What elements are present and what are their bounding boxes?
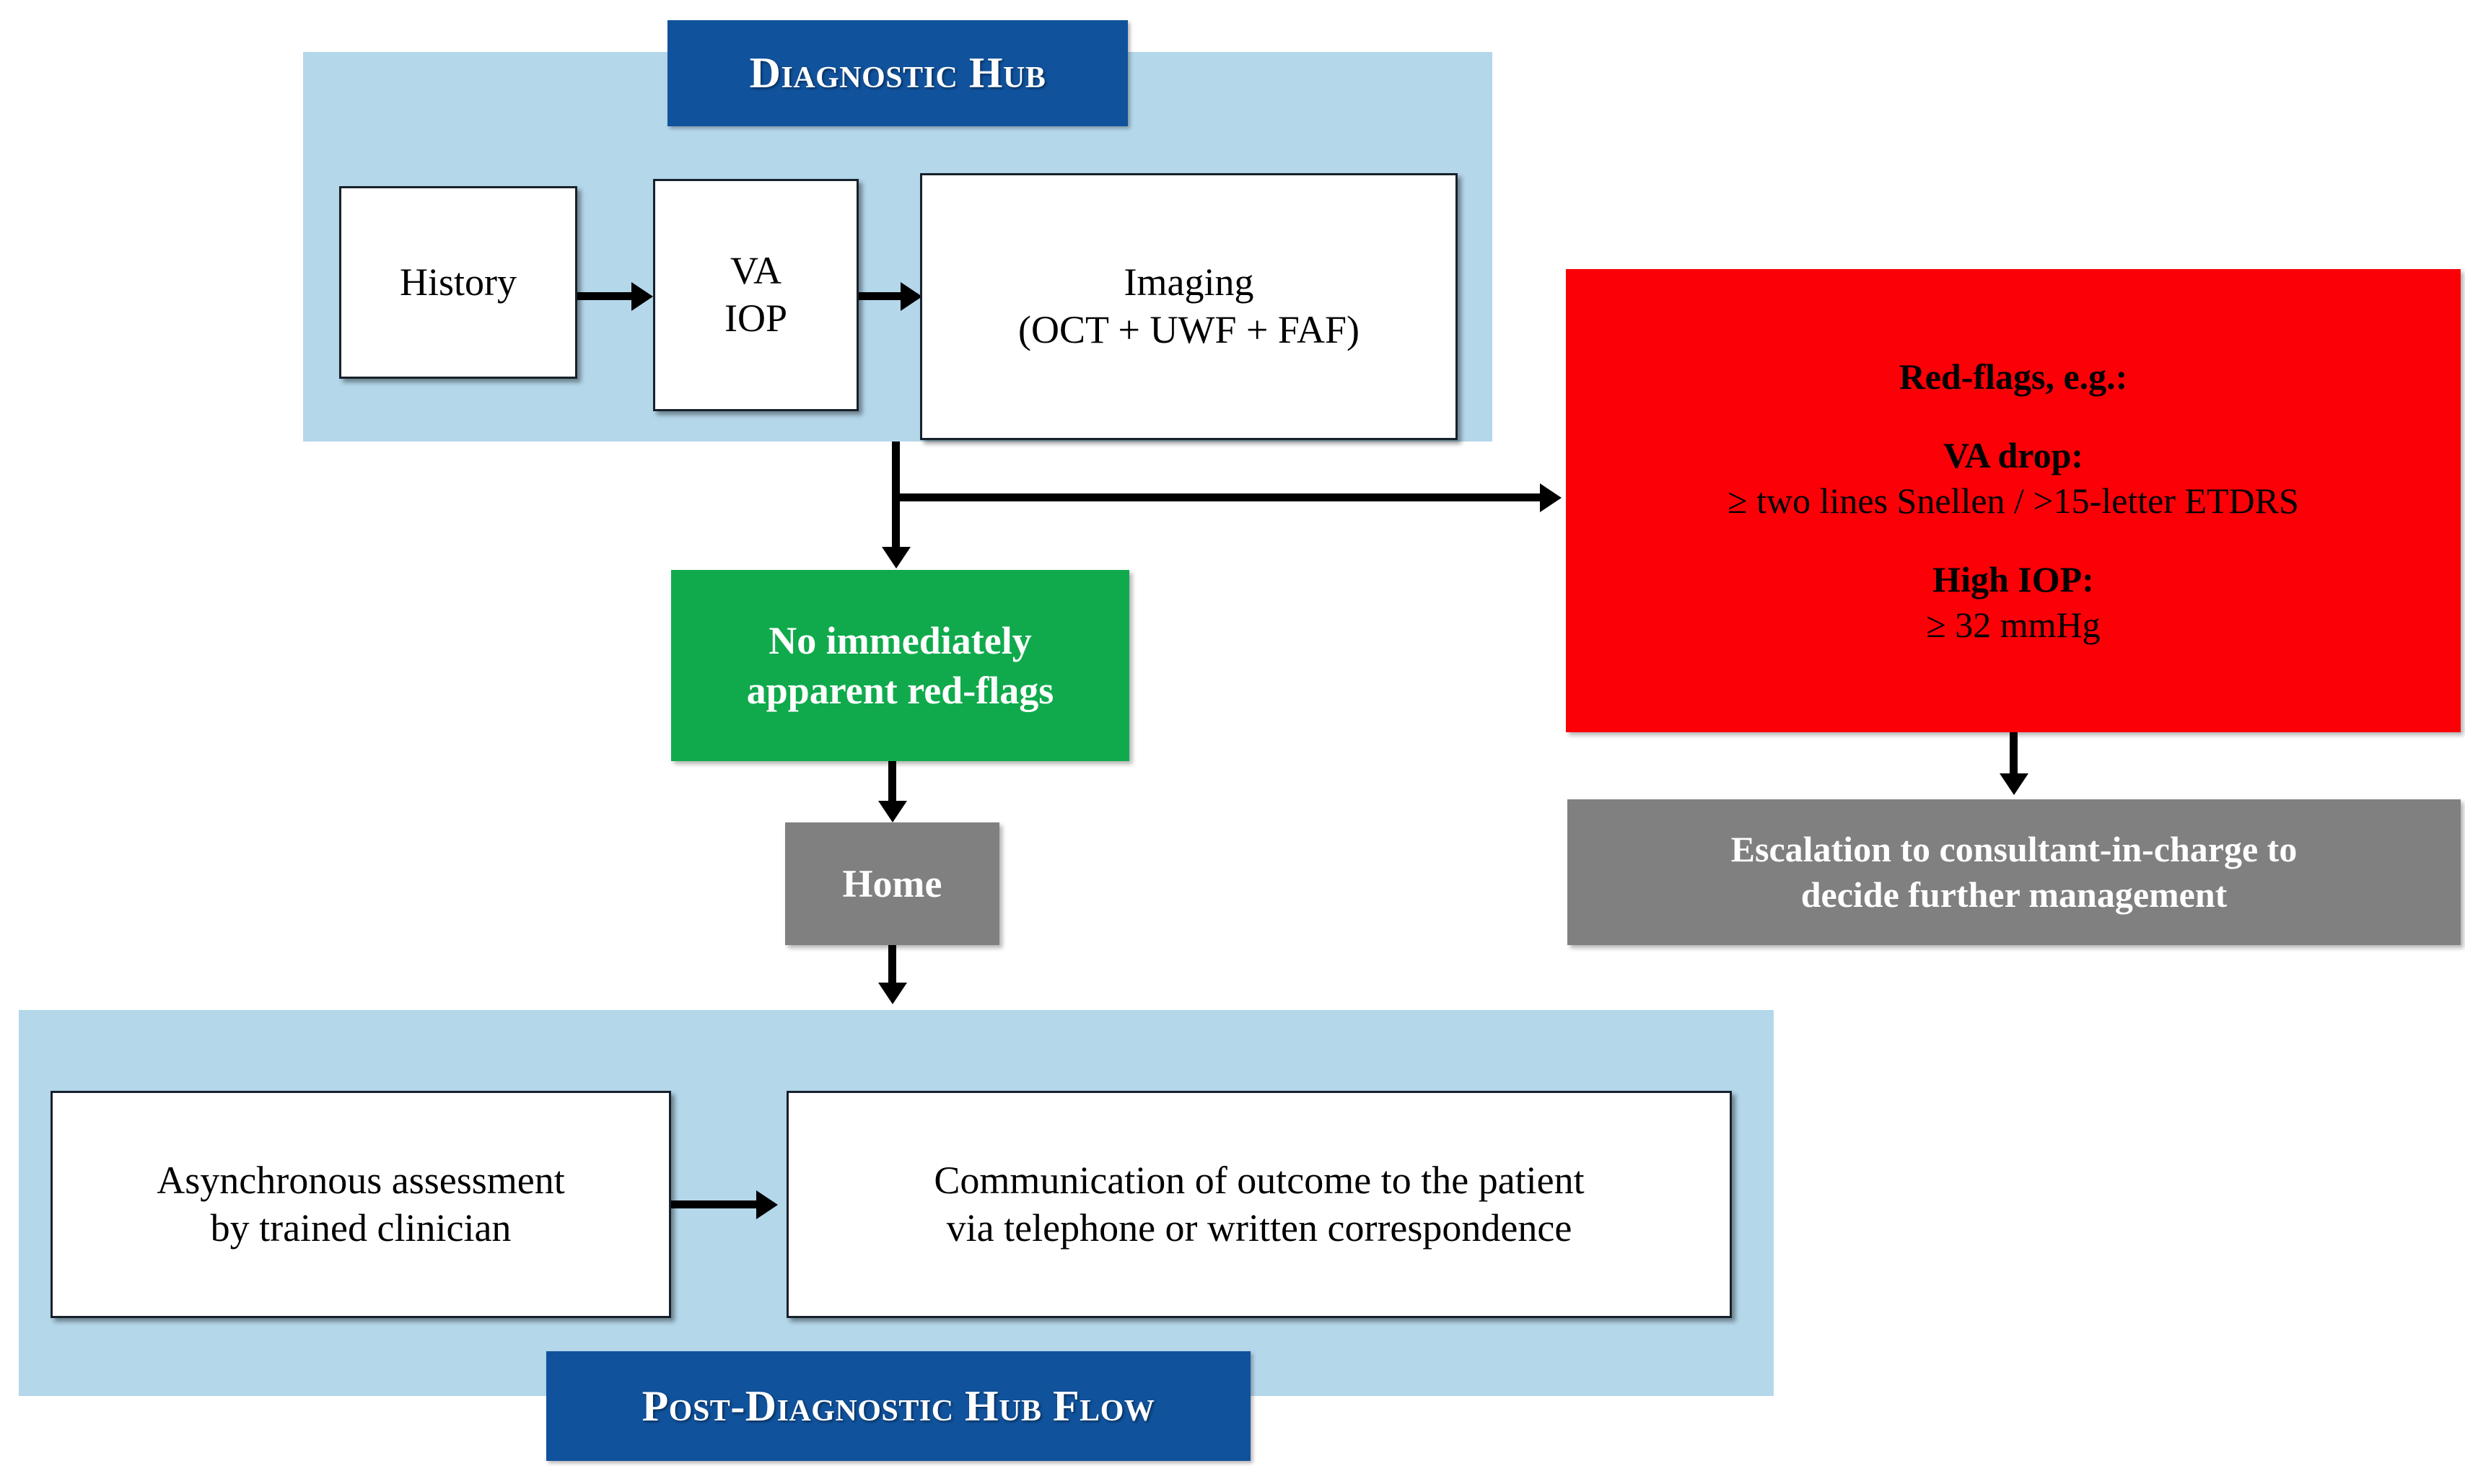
escalation-line-1: Escalation to consultant-in-charge to xyxy=(1730,829,2298,869)
step-imaging-label: Imaging xyxy=(1124,260,1254,304)
red-flag-high-iop-label: High IOP: xyxy=(1932,558,2094,600)
red-flag-va-drop-label: VA drop: xyxy=(1943,434,2084,475)
async-assessment-line-2: by trained clinician xyxy=(210,1206,512,1250)
connector-home-to-post-flow-head xyxy=(878,983,907,1004)
red-flag-high-iop-detail: ≥ 32 mmHg xyxy=(1926,604,2101,645)
step-box-communication: Communication of outcome to the patient … xyxy=(787,1091,1732,1318)
red-flag-va-drop-detail: ≥ two lines Snellen / >15-letter ETDRS xyxy=(1728,480,2299,521)
step-va-label: VA xyxy=(730,249,782,293)
connector-hub-to-green-head xyxy=(882,547,911,568)
connector-home-to-post-flow-line xyxy=(888,945,896,985)
connector-redflags-to-escalation-head xyxy=(2000,773,2028,795)
step-box-va-iop: VA IOP xyxy=(653,179,859,411)
connector-hub-to-redflags-head xyxy=(1540,483,1562,512)
step-iop-label: IOP xyxy=(724,297,787,340)
red-flags-heading: Red-flags, e.g.: xyxy=(1899,356,2128,397)
step-box-imaging: Imaging (OCT + UWF + FAF) xyxy=(920,173,1458,440)
escalation-box: Escalation to consultant-in-charge to de… xyxy=(1567,799,2461,945)
arrow-history-to-va-head xyxy=(631,282,653,311)
home-box: Home xyxy=(785,822,999,945)
connector-green-to-home-line xyxy=(888,761,896,804)
diagnostic-hub-banner-label: Diagnostic Hub xyxy=(749,49,1046,97)
home-label: Home xyxy=(842,861,942,905)
step-box-history: History xyxy=(339,186,577,379)
no-red-flags-line-2: apparent red-flags xyxy=(746,668,1054,712)
arrow-va-to-imaging-line xyxy=(859,292,902,300)
step-history-label: History xyxy=(400,260,517,304)
post-diagnostic-hub-banner-label: Post-Diagnostic Hub Flow xyxy=(642,1382,1155,1430)
connector-async-to-communication-line xyxy=(671,1200,758,1208)
connector-redflags-to-escalation-line xyxy=(2010,732,2018,776)
arrow-history-to-va-line xyxy=(577,292,631,300)
no-red-flags-box: No immediately apparent red-flags xyxy=(671,570,1129,761)
arrow-va-to-imaging-head xyxy=(901,282,922,311)
connector-green-to-home-head xyxy=(878,801,907,822)
connector-async-to-communication-head xyxy=(756,1190,778,1219)
communication-line-2: via telephone or written correspondence xyxy=(946,1206,1572,1250)
post-diagnostic-hub-banner: Post-Diagnostic Hub Flow xyxy=(546,1351,1251,1461)
connector-hub-to-redflags-line xyxy=(892,493,1541,501)
async-assessment-line-1: Asynchronous assessment xyxy=(157,1158,565,1202)
step-box-async-assessment: Asynchronous assessment by trained clini… xyxy=(51,1091,671,1318)
escalation-line-2: decide further management xyxy=(1800,874,2228,915)
no-red-flags-line-1: No immediately xyxy=(769,619,1032,663)
diagnostic-hub-banner: Diagnostic Hub xyxy=(667,20,1128,126)
red-flags-box: Red-flags, e.g.: VA drop: ≥ two lines Sn… xyxy=(1566,269,2461,732)
communication-line-1: Communication of outcome to the patient xyxy=(934,1158,1585,1202)
step-imaging-modalities: (OCT + UWF + FAF) xyxy=(1018,308,1360,351)
